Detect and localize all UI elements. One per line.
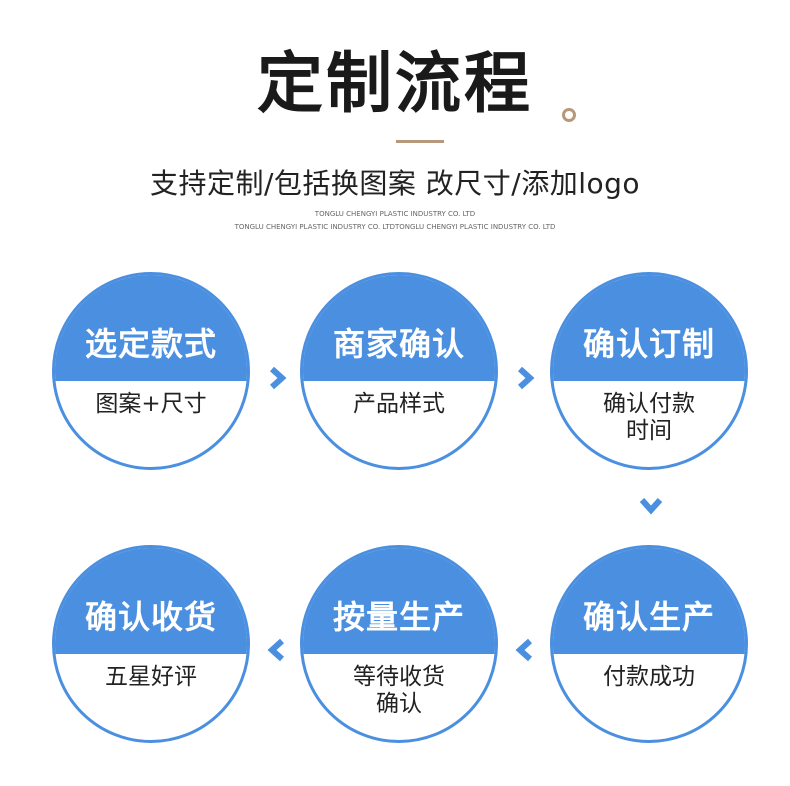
- step-confirm-production: 确认生产 付款成功: [550, 545, 748, 743]
- step-desc-line: 确认付款 时间: [603, 391, 695, 444]
- step-confirm-order: 确认订制 确认付款 时间: [550, 272, 748, 470]
- title-block: 定制流程: [0, 38, 790, 128]
- step-header: [55, 275, 247, 381]
- step-header: [303, 275, 495, 381]
- chevron-left-icon: [515, 638, 533, 662]
- step-title: 按量生产: [332, 598, 465, 636]
- step-header: [553, 275, 745, 381]
- step-desc: 等待收货 确认: [303, 664, 495, 718]
- step-header: [55, 548, 247, 654]
- chevron-left-icon: [267, 638, 285, 662]
- step-select-style: 选定款式 图案+尺寸: [52, 272, 250, 470]
- step-desc: 图案+尺寸: [95, 391, 207, 417]
- step-title: 确认订制: [582, 325, 715, 363]
- page-title: 定制流程: [257, 44, 533, 122]
- step-merchant-confirm: 商家确认 产品样式: [300, 272, 498, 470]
- step-title: 确认生产: [582, 598, 715, 636]
- ring-ornament-icon: [562, 108, 576, 122]
- step-desc: 五星好评: [105, 664, 197, 690]
- step-title: 确认收货: [84, 598, 217, 636]
- step-mass-production: 按量生产 等待收货 确认: [300, 545, 498, 743]
- step-confirm-receipt: 确认收货 五星好评: [52, 545, 250, 743]
- step-title: 商家确认: [332, 325, 465, 363]
- step-desc: 付款成功: [603, 664, 695, 690]
- step-desc: 产品样式: [353, 391, 445, 417]
- step-desc: 确认付款 时间: [553, 391, 745, 445]
- company-line: TONGLU CHENGYI PLASTIC INDUSTRY CO. LTD: [314, 210, 476, 218]
- company-line: TONGLU CHENGYI PLASTIC INDUSTRY CO. LTDT…: [234, 223, 556, 231]
- title-underline: [396, 140, 444, 143]
- step-header: [553, 548, 745, 654]
- chevron-right-icon: [269, 366, 287, 390]
- chevron-down-icon: [639, 497, 663, 515]
- step-header: [303, 548, 495, 654]
- subtitle: 支持定制/包括换图案 改尺寸/添加logo: [149, 167, 641, 200]
- chevron-right-icon: [517, 366, 535, 390]
- step-desc-line: 等待收货 确认: [353, 664, 445, 717]
- step-title: 选定款式: [84, 325, 217, 363]
